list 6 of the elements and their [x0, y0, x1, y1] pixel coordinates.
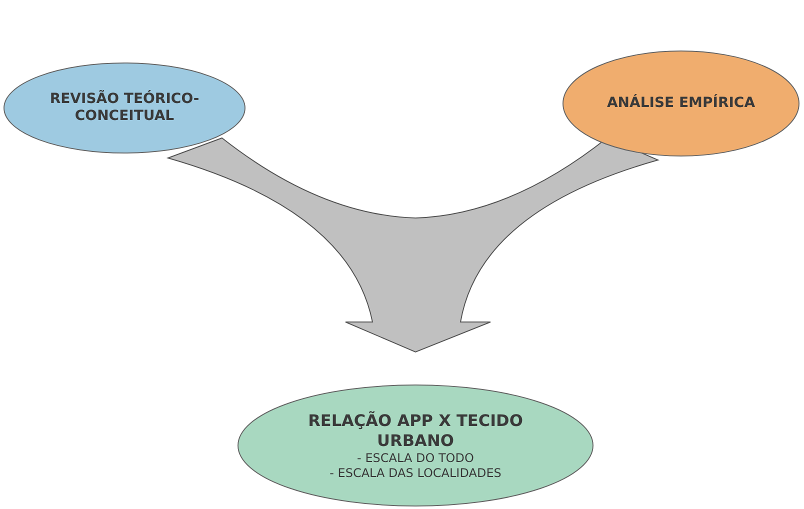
- node-text: - ESCALA DAS LOCALIDADES: [330, 466, 502, 480]
- node-text: - ESCALA DO TODO: [357, 450, 474, 466]
- merging-arrow: [168, 138, 658, 352]
- node-heading: ANÁLISE EMPÍRICA: [606, 94, 756, 112]
- node-heading: REVISÃO TEÓRICO-CONCEITUAL: [48, 90, 200, 126]
- node-heading: RELAÇÃO APP X TECIDO URBANO: [307, 410, 524, 450]
